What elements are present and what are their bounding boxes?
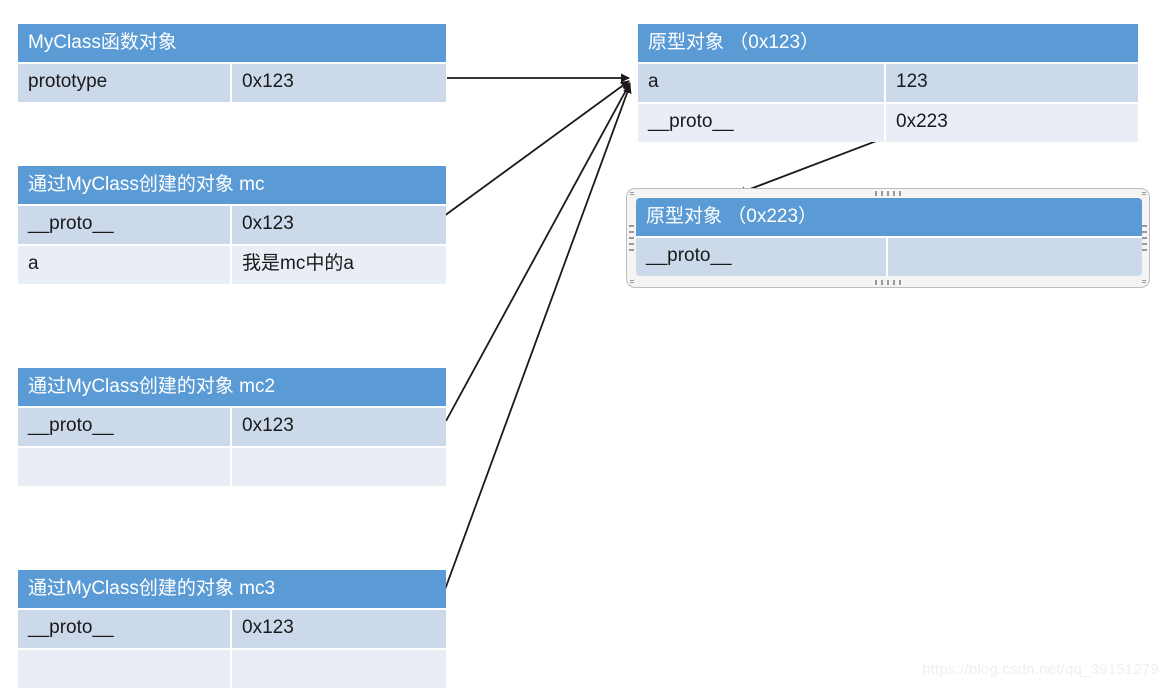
table-header-prototype-0x223: 原型对象 （0x223） (636, 198, 1142, 236)
cell-key: a (18, 245, 232, 284)
table-row[interactable]: a 123 (638, 62, 1138, 102)
table-header-mc2: 通过MyClass创建的对象 mc2 (18, 368, 446, 406)
resize-handle-top[interactable] (875, 191, 901, 196)
table-header-mc3: 通过MyClass创建的对象 mc3 (18, 570, 446, 608)
table-row[interactable]: __proto__ 0x123 (18, 406, 446, 446)
table-row[interactable]: prototype 0x123 (18, 62, 446, 102)
cell-key: prototype (18, 64, 232, 102)
resize-handle-bottom-left[interactable] (630, 280, 634, 284)
table-myclass-function[interactable]: MyClass函数对象 prototype 0x123 (18, 24, 446, 102)
table-mc[interactable]: 通过MyClass创建的对象 mc __proto__ 0x123 a 我是mc… (18, 166, 446, 284)
cell-key (18, 447, 232, 486)
cell-value: 123 (896, 71, 928, 92)
table-mc3[interactable]: 通过MyClass创建的对象 mc3 __proto__ 0x123 (18, 570, 446, 688)
cell-value (888, 238, 1142, 276)
table-header-mc: 通过MyClass创建的对象 mc (18, 166, 446, 204)
table-row[interactable] (18, 445, 446, 486)
cell-value: 我是mc中的a (242, 252, 354, 274)
table-prototype-0x223-selection-frame[interactable]: 原型对象 （0x223） __proto__ (626, 188, 1150, 288)
cell-key: __proto__ (638, 103, 886, 142)
table-header-myclass-function: MyClass函数对象 (18, 24, 446, 62)
cell-key (18, 649, 232, 688)
table-row[interactable]: a 我是mc中的a (18, 243, 446, 284)
table-prototype-0x223[interactable]: 原型对象 （0x223） __proto__ (636, 198, 1142, 276)
table-prototype-0x123[interactable]: 原型对象 （0x123） a 123 __proto__ 0x223 (638, 24, 1138, 142)
watermark: https://blog.csdn.net/qq_39151279 (922, 661, 1159, 678)
cell-key: __proto__ (636, 238, 888, 276)
cell-value: 0x123 (242, 71, 294, 92)
cell-value: 0x123 (242, 213, 294, 234)
resize-handle-bottom[interactable] (875, 280, 901, 285)
cell-value: 0x223 (896, 110, 948, 132)
table-header-prototype-0x123: 原型对象 （0x123） (638, 24, 1138, 62)
table-row[interactable]: __proto__ 0x123 (18, 204, 446, 244)
table-row[interactable]: __proto__ 0x123 (18, 608, 446, 648)
table-row[interactable]: __proto__ 0x223 (638, 101, 1138, 142)
resize-handle-right[interactable] (1142, 225, 1147, 251)
resize-handle-bottom-right[interactable] (1142, 280, 1146, 284)
arrow-mc3-to-proto123 (431, 84, 632, 626)
resize-handle-top-left[interactable] (630, 192, 634, 196)
cell-value (232, 650, 446, 688)
cell-key: __proto__ (18, 206, 232, 244)
table-row[interactable] (18, 647, 446, 688)
resize-handle-left[interactable] (629, 225, 634, 251)
arrow-mc2-to-proto123 (445, 82, 631, 422)
cell-key: __proto__ (18, 610, 232, 648)
cell-key: __proto__ (18, 408, 232, 446)
table-mc2[interactable]: 通过MyClass创建的对象 mc2 __proto__ 0x123 (18, 368, 446, 486)
cell-value: 0x123 (242, 617, 294, 638)
resize-handle-top-right[interactable] (1142, 192, 1146, 196)
cell-value (232, 448, 446, 486)
arrow-mc-to-proto123 (439, 80, 630, 220)
table-row[interactable]: __proto__ (636, 236, 1142, 276)
cell-value: 0x123 (242, 415, 294, 436)
cell-key: a (638, 64, 886, 102)
